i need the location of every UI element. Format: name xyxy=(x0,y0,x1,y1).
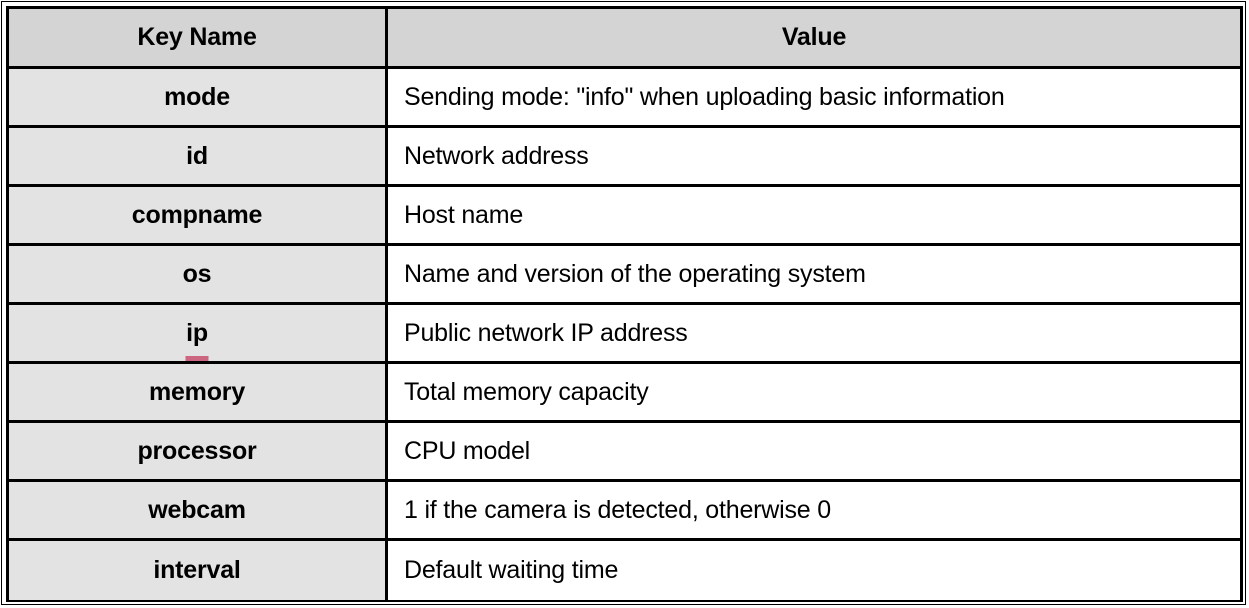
value-cell-processor: CPU model xyxy=(388,423,1240,479)
table-row: id Network address xyxy=(9,128,1240,187)
table-row: webcam 1 if the camera is detected, othe… xyxy=(9,482,1240,541)
key-label: interval xyxy=(153,556,241,584)
key-label: ip xyxy=(186,318,208,347)
key-cell-webcam: webcam xyxy=(9,482,388,538)
key-cell-id: id xyxy=(9,128,388,184)
key-cell-os: os xyxy=(9,246,388,302)
table-row: compname Host name xyxy=(9,187,1240,246)
key-cell-processor: processor xyxy=(9,423,388,479)
value-cell-id: Network address xyxy=(388,128,1240,184)
value-cell-memory: Total memory capacity xyxy=(388,364,1240,420)
key-cell-compname: compname xyxy=(9,187,388,243)
key-label: compname xyxy=(131,200,263,229)
table-row: memory Total memory capacity xyxy=(9,364,1240,423)
key-label: id xyxy=(186,141,208,170)
table-header-row: Key Name Value xyxy=(9,9,1240,69)
value-cell-interval: Default waiting time xyxy=(388,541,1240,600)
key-label: processor xyxy=(137,436,257,465)
key-label: webcam xyxy=(148,495,246,524)
key-label: os xyxy=(182,259,212,288)
value-cell-mode: Sending mode: "info" when uploading basi… xyxy=(388,69,1240,125)
key-cell-interval: interval xyxy=(9,541,388,600)
table-row: interval Default waiting time xyxy=(9,541,1240,600)
key-cell-memory: memory xyxy=(9,364,388,420)
table-row: mode Sending mode: "info" when uploading… xyxy=(9,69,1240,128)
value-cell-os: Name and version of the operating system xyxy=(388,246,1240,302)
column-header-value: Value xyxy=(388,9,1240,66)
table-row: processor CPU model xyxy=(9,423,1240,482)
table-row: os Name and version of the operating sys… xyxy=(9,246,1240,305)
value-cell-ip: Public network IP address xyxy=(388,305,1240,361)
key-label: memory xyxy=(148,377,246,406)
value-cell-compname: Host name xyxy=(388,187,1240,243)
spellcheck-underline-marker xyxy=(185,356,209,361)
column-header-key-name: Key Name xyxy=(9,9,388,66)
table-row: ip Public network IP address xyxy=(9,305,1240,364)
key-label: mode xyxy=(164,82,230,111)
key-cell-mode: mode xyxy=(9,69,388,125)
key-cell-ip: ip xyxy=(9,305,388,361)
spec-table: Key Name Value mode Sending mode: "info"… xyxy=(6,6,1243,602)
value-cell-webcam: 1 if the camera is detected, otherwise 0 xyxy=(388,482,1240,538)
